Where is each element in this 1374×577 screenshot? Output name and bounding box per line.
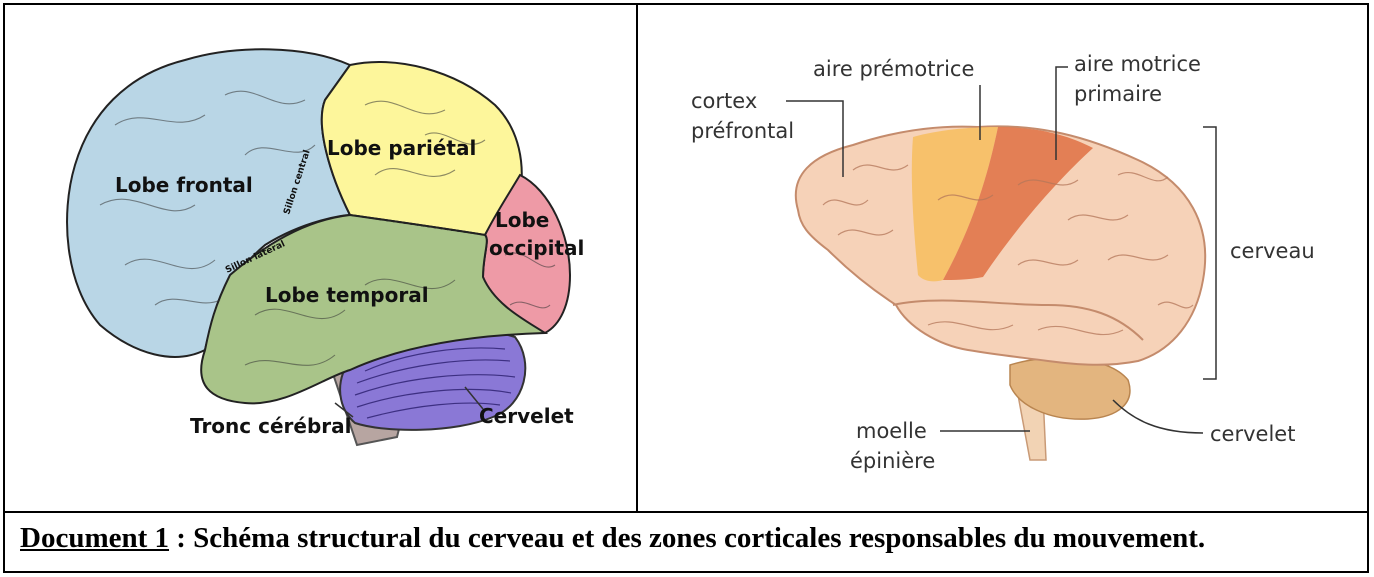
frontal-lobe-label: Lobe frontal (115, 173, 253, 197)
primary-motor-area-label-line1: aire motrice (1074, 52, 1201, 76)
temporal-lobe-label: Lobe temporal (265, 283, 429, 307)
motor-areas-diagram: aire prémotrice aire motrice primaire co… (638, 5, 1367, 511)
prefrontal-cortex-label-line1: cortex (691, 89, 757, 113)
spinal-cord-label-line2: épinière (850, 449, 935, 473)
lobes-diagram: Lobe frontal Lobe pariétal Lobe occipita… (5, 5, 636, 511)
premotor-area-label: aire prémotrice (813, 57, 974, 81)
brain-label: cerveau (1230, 239, 1315, 263)
document-caption: Document 1 : Schéma structural du cervea… (20, 522, 1205, 555)
occipital-lobe-label-line2: occipital (489, 236, 584, 260)
caption-divider (3, 511, 1369, 513)
cerebellum-label: Cervelet (479, 404, 574, 428)
parietal-lobe-label: Lobe pariétal (327, 136, 476, 160)
prefrontal-cortex-label-line2: préfrontal (691, 119, 794, 143)
occipital-lobe-label-line1: Lobe (495, 208, 549, 232)
document-reference: Document 1 (20, 522, 169, 554)
cerebellum-label: cervelet (1210, 422, 1295, 446)
caption-text: : Schéma structural du cerveau et des zo… (169, 522, 1205, 554)
brainstem-label: Tronc cérébral (190, 414, 351, 438)
primary-motor-area-label-line2: primaire (1074, 82, 1162, 106)
spinal-cord-label-line1: moelle (856, 419, 927, 443)
